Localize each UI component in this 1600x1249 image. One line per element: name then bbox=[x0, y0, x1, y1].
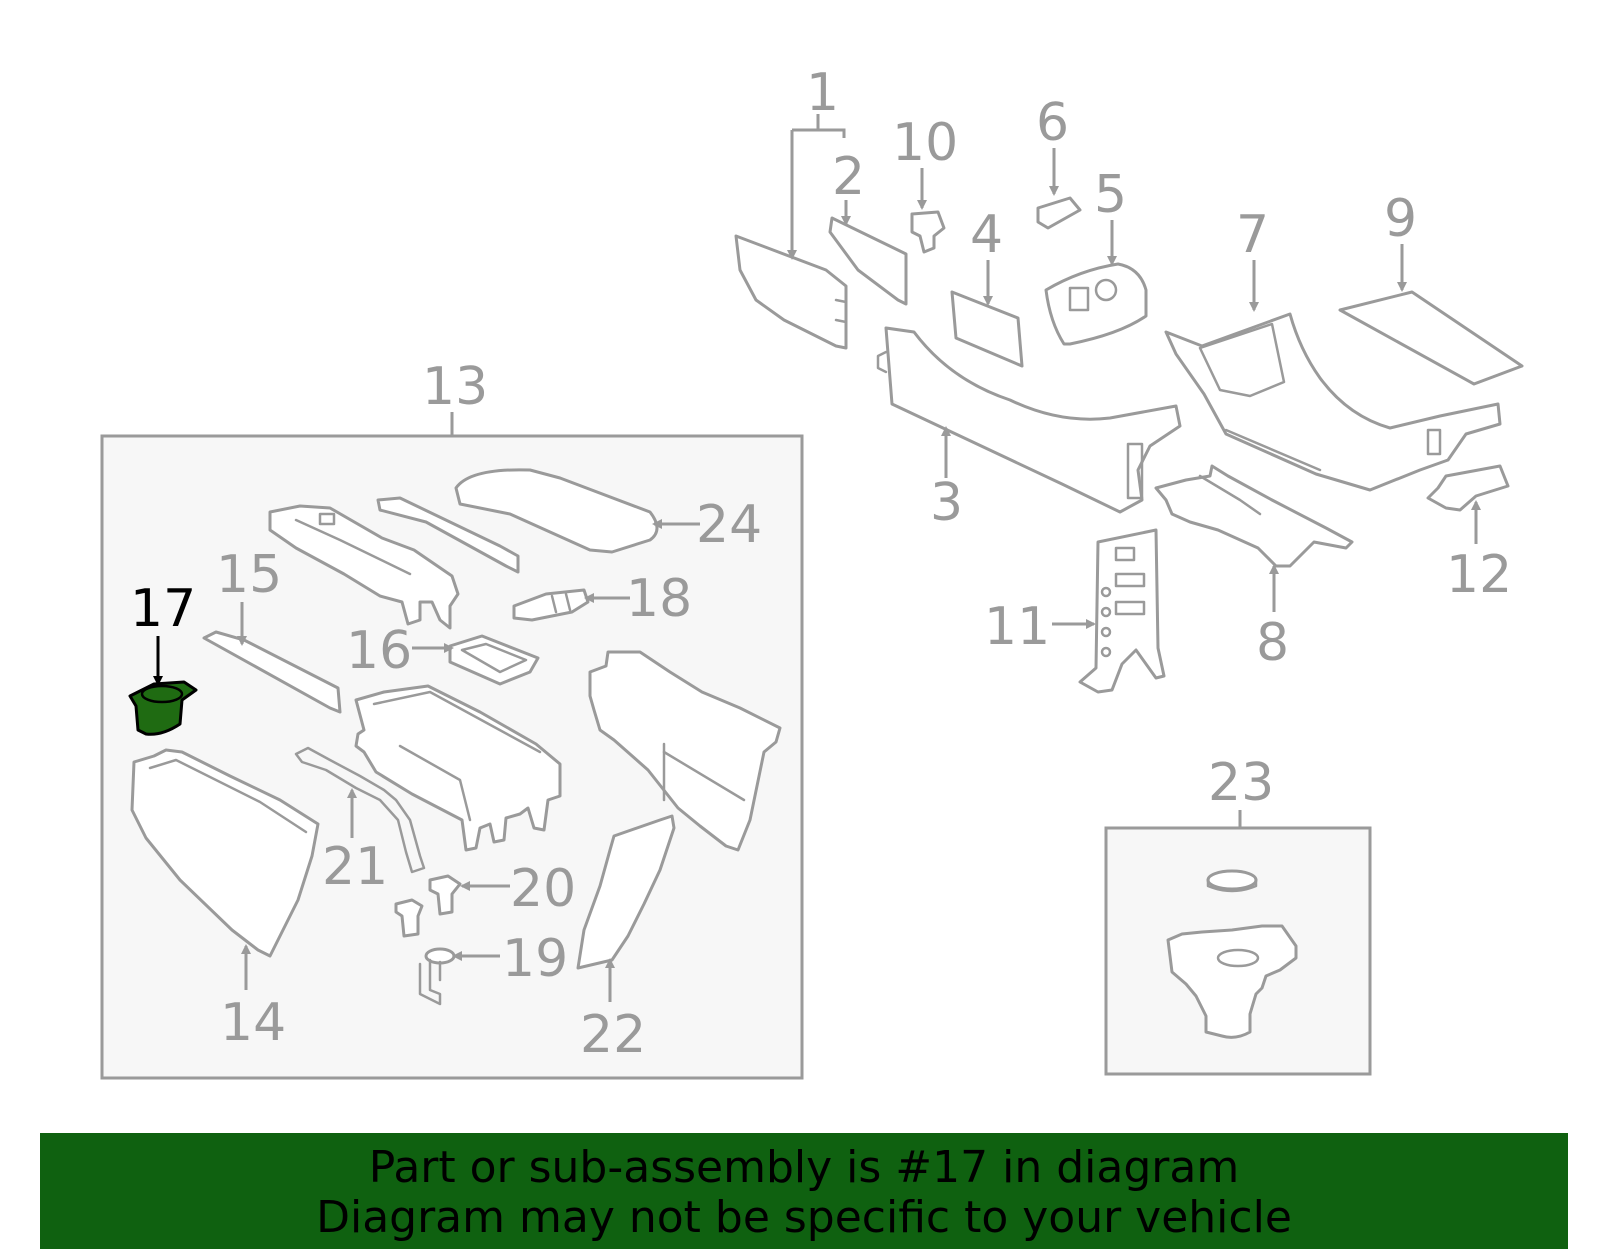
info-banner: Part or sub-assembly is #17 in diagram D… bbox=[40, 1133, 1568, 1249]
part-tray-assembly[interactable] bbox=[268, 504, 460, 630]
part-2-trim[interactable] bbox=[828, 216, 908, 306]
callout-6: 6 bbox=[1036, 93, 1069, 153]
callout-16: 16 bbox=[346, 621, 412, 681]
part-12-trim[interactable] bbox=[1426, 464, 1510, 512]
part-9-mat[interactable] bbox=[1338, 290, 1524, 386]
part-4-panel[interactable] bbox=[950, 290, 1024, 368]
callout-13: 13 bbox=[422, 357, 488, 417]
callout-7: 7 bbox=[1236, 205, 1269, 265]
part-24-armrest[interactable] bbox=[454, 468, 659, 554]
callout-9: 9 bbox=[1384, 189, 1417, 249]
part-11-bracket[interactable] bbox=[1078, 528, 1166, 694]
part-10-clip[interactable] bbox=[910, 210, 946, 254]
callout-20: 20 bbox=[510, 859, 576, 919]
part-14-side-panel[interactable] bbox=[130, 748, 320, 958]
part-console-box[interactable] bbox=[354, 684, 562, 852]
part-3-console-side[interactable] bbox=[876, 326, 1182, 514]
part-22-trim[interactable] bbox=[576, 814, 676, 970]
part-8-bracket[interactable] bbox=[1154, 464, 1354, 568]
part-15-trim[interactable] bbox=[202, 630, 342, 714]
callout-10: 10 bbox=[892, 113, 958, 173]
callout-12: 12 bbox=[1446, 545, 1512, 605]
callout-23: 23 bbox=[1208, 753, 1274, 813]
callout-17: 17 bbox=[130, 579, 196, 639]
part-17-cup-holder[interactable] bbox=[128, 680, 198, 736]
callout-11: 11 bbox=[984, 597, 1050, 657]
part-1-panel[interactable] bbox=[734, 234, 848, 350]
part-21-rod[interactable] bbox=[294, 746, 426, 874]
callout-21: 21 bbox=[322, 837, 388, 897]
callout-15: 15 bbox=[216, 545, 282, 605]
part-19-clip[interactable] bbox=[418, 947, 456, 1006]
callout-4: 4 bbox=[970, 205, 1003, 265]
banner-line-1: Part or sub-assembly is #17 in diagram bbox=[368, 1142, 1240, 1193]
part-16-tray[interactable] bbox=[448, 634, 540, 686]
part-18-trim[interactable] bbox=[512, 588, 590, 622]
part-5-switch-panel[interactable] bbox=[1044, 262, 1148, 346]
callout-2: 2 bbox=[832, 147, 865, 207]
callout-8: 8 bbox=[1256, 613, 1289, 673]
part-20-clip-b[interactable] bbox=[394, 898, 424, 938]
part-23-cup-holder[interactable] bbox=[1166, 869, 1298, 1039]
part-trim-strip[interactable] bbox=[376, 496, 520, 574]
callout-3: 3 bbox=[930, 473, 963, 533]
part-6-clip[interactable] bbox=[1036, 196, 1082, 230]
banner-line-2: Diagram may not be specific to your vehi… bbox=[316, 1192, 1292, 1243]
callout-1: 1 bbox=[806, 63, 839, 123]
callout-5: 5 bbox=[1094, 165, 1127, 225]
callout-18: 18 bbox=[626, 569, 692, 629]
callout-22: 22 bbox=[580, 1005, 646, 1065]
part-side-panel[interactable] bbox=[588, 650, 782, 852]
callout-24: 24 bbox=[696, 495, 762, 555]
part-7-console-body[interactable] bbox=[1164, 312, 1502, 492]
callout-14: 14 bbox=[220, 993, 286, 1053]
callout-19: 19 bbox=[502, 929, 568, 989]
part-20-clip-a[interactable] bbox=[428, 874, 462, 916]
